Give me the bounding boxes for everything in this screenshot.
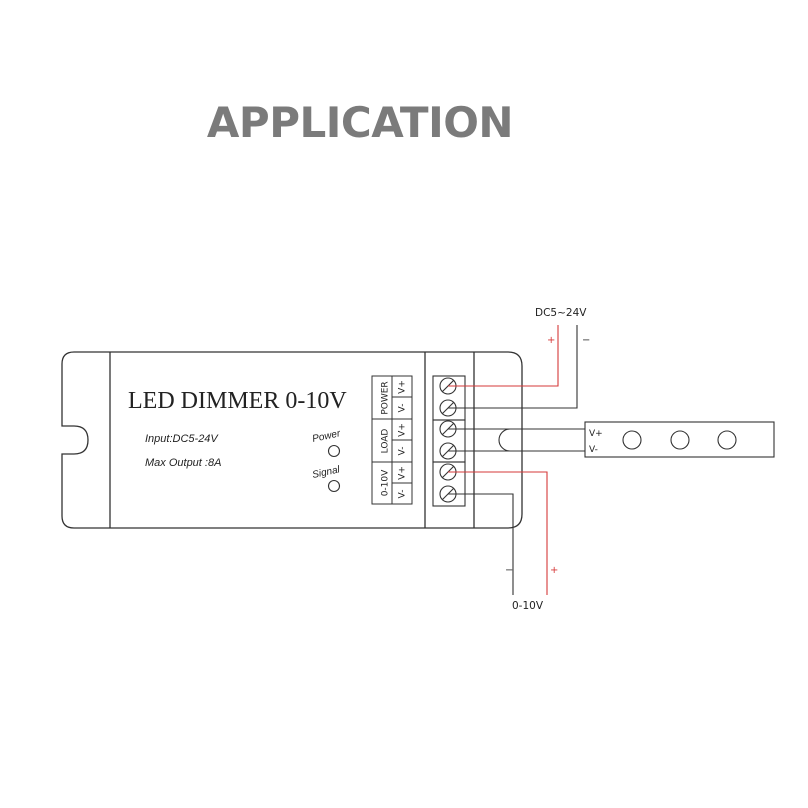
- terminal-pin-load-vminus: V-: [398, 447, 408, 456]
- led-strip-vplus-label: V+: [589, 429, 603, 439]
- terminal-block-control: [432, 461, 466, 507]
- dimmer-outline: [61, 351, 523, 529]
- terminal-group-0-10v: 0-10V: [381, 469, 391, 496]
- signal-led-icon: [327, 479, 341, 493]
- power-led-label: Power: [311, 428, 342, 445]
- led-strip-vminus-label: V-: [589, 445, 598, 455]
- led-strip: V+ V-: [584, 421, 775, 458]
- terminal-block-load: [432, 419, 466, 463]
- wire-control-positive: [448, 471, 548, 595]
- terminal-pin-power-vplus: V+: [398, 380, 408, 394]
- control-voltage-label: 0-10V: [512, 600, 544, 612]
- supply-minus-label: −: [582, 335, 590, 346]
- wire-control-negative: [448, 493, 514, 595]
- control-plus-label: +: [550, 565, 558, 576]
- wire-supply-negative: [448, 325, 578, 409]
- led-chip-icon: [622, 430, 642, 450]
- terminal-pin-ctrl-vminus: V-: [398, 490, 408, 499]
- dimmer-body: [61, 351, 523, 529]
- terminal-group-power: POWER: [381, 381, 391, 414]
- terminal-pin-power-vminus: V-: [398, 404, 408, 413]
- terminal-strip: [432, 375, 466, 507]
- device-name: LED DIMMER 0-10V: [128, 388, 347, 414]
- control-minus-label: −: [505, 565, 513, 576]
- device-max-output-spec: Max Output :8A: [145, 457, 221, 469]
- supply-voltage-label: DC5~24V: [535, 307, 587, 319]
- wire-load-inner: [448, 428, 510, 452]
- device-input-spec: Input:DC5-24V: [145, 433, 219, 445]
- terminal-block-power: [432, 375, 466, 421]
- signal-led-label: Signal: [311, 464, 341, 481]
- terminal-group-load: LOAD: [381, 429, 391, 454]
- page-title: APPLICATION: [206, 98, 514, 147]
- terminal-label-block: [371, 375, 413, 505]
- wire-load-bundle: [498, 428, 590, 452]
- led-strip-body: [584, 421, 775, 458]
- terminal-pin-load-vplus: V+: [398, 423, 408, 437]
- wire-supply-positive: [448, 325, 559, 387]
- led-chip-icon: [670, 430, 690, 450]
- power-led-icon: [327, 444, 341, 458]
- led-chip-icon: [717, 430, 737, 450]
- terminal-pin-ctrl-vplus: V+: [398, 466, 408, 480]
- supply-plus-label: +: [547, 335, 555, 346]
